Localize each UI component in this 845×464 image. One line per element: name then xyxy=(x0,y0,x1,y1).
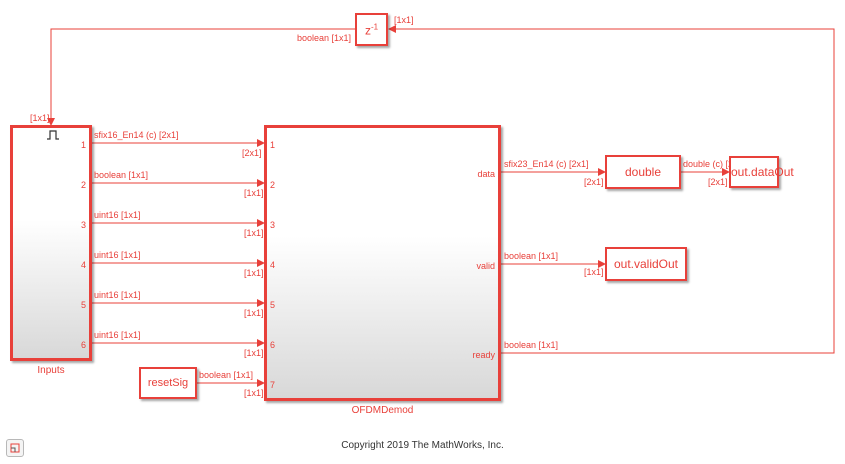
ofdm-in-port-2: 2 xyxy=(270,180,276,190)
sig-4-dim: [1x1] xyxy=(244,268,264,278)
sig-1-dim: [2x1] xyxy=(242,148,262,158)
sig-5-dim: [1x1] xyxy=(244,308,264,318)
ofdm-in-port-6: 6 xyxy=(270,340,276,350)
ofdm-in-port-3: 3 xyxy=(270,220,276,230)
inputs-port-5: 5 xyxy=(80,300,86,310)
delay-out-label: boolean [1x1] xyxy=(297,33,352,43)
delay-in-dim: [1x1] xyxy=(394,15,414,25)
ofdm-in-port-1: 1 xyxy=(270,140,276,150)
data-out-label: out.dataOut xyxy=(731,165,794,179)
hide-show-icon[interactable] xyxy=(6,439,24,457)
inputs-port-1: 1 xyxy=(80,140,86,150)
sig-3-dim: [1x1] xyxy=(244,228,264,238)
sig-2-dim: [1x1] xyxy=(244,188,264,198)
sig-5-label: uint16 [1x1] xyxy=(94,290,141,300)
line-ready-feedback xyxy=(388,25,835,354)
sig-7-dim: [1x1] xyxy=(244,388,264,398)
ofdm-out-port-data: data xyxy=(477,169,495,179)
sig-4-label: uint16 [1x1] xyxy=(94,250,141,260)
valid-out-label: out.validOut xyxy=(613,257,679,271)
ofdm-in-port-5: 5 xyxy=(270,300,276,310)
sig-valid-dim: [1x1] xyxy=(584,267,604,277)
ofdm-out-port-ready: ready xyxy=(472,350,495,360)
ofdm-out-port-valid: valid xyxy=(476,261,495,271)
sig-7-label: boolean [1x1] xyxy=(199,370,254,380)
sig-double-dim: [2x1] xyxy=(708,177,728,187)
sig-data-dim: [2x1] xyxy=(584,177,604,187)
data-out-block[interactable]: out.dataOut xyxy=(729,156,794,188)
inputs-name: Inputs xyxy=(37,365,65,376)
valid-out-block[interactable]: out.validOut xyxy=(605,247,687,281)
sig-data-label: sfix23_En14 (c) [2x1] xyxy=(504,159,589,169)
ofdm-in-port-7: 7 xyxy=(270,380,276,390)
inputs-port-4: 4 xyxy=(80,260,86,270)
inputs-dim: [1x1] xyxy=(30,113,50,123)
double-block[interactable]: double xyxy=(605,155,681,189)
sig-2-label: boolean [1x1] xyxy=(94,170,149,180)
sig-double-label: double (c) [2x1] xyxy=(683,159,746,169)
inputs-block[interactable]: 1 2 3 4 5 6 xyxy=(10,125,92,361)
sig-ready-label: boolean [1x1] xyxy=(504,340,559,350)
line-delay-out xyxy=(47,28,355,126)
sig-3-label: uint16 [1x1] xyxy=(94,210,141,220)
delay-superscript: -1 xyxy=(370,22,379,31)
inputs-port-6: 6 xyxy=(80,340,86,350)
inputs-port-3: 3 xyxy=(80,220,86,230)
sig-6-label: uint16 [1x1] xyxy=(94,330,141,340)
ofdm-demod-block[interactable]: 1 2 3 4 5 6 7 data valid ready xyxy=(264,125,501,401)
ofdm-demod-name: OFDMDemod xyxy=(351,405,414,416)
inputs-port-2: 2 xyxy=(80,180,86,190)
reset-sig-label: resetSig xyxy=(147,377,189,389)
sig-6-dim: [1x1] xyxy=(244,348,264,358)
sig-valid-label: boolean [1x1] xyxy=(504,251,559,261)
copyright-text: Copyright 2019 The MathWorks, Inc. xyxy=(341,440,504,451)
sig-1-label: sfix16_En14 (c) [2x1] xyxy=(94,130,179,140)
unit-delay-block[interactable]: z-1 xyxy=(355,13,388,46)
ofdm-in-port-4: 4 xyxy=(270,260,276,270)
double-label: double xyxy=(624,165,662,179)
delay-label: z xyxy=(364,23,371,37)
reset-sig-block[interactable]: resetSig xyxy=(139,367,197,399)
pulse-icon xyxy=(47,130,59,140)
